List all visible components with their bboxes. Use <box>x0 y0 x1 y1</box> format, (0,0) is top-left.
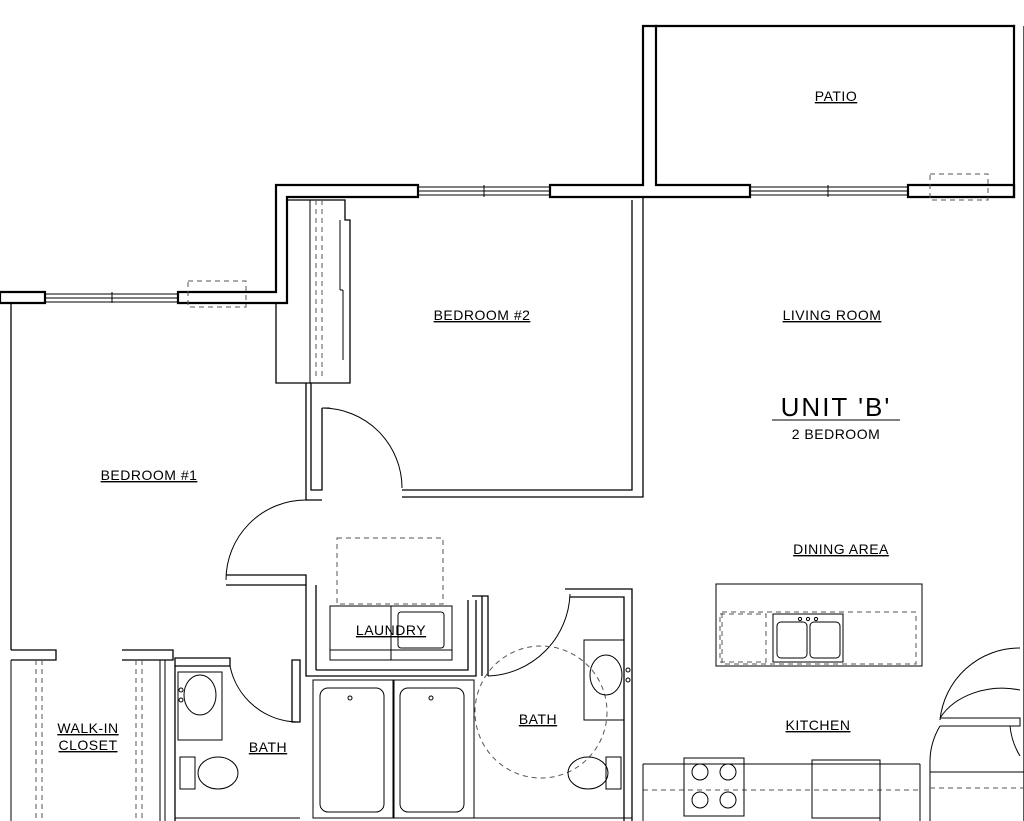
kitchen <box>642 583 1024 821</box>
toilet-icon-right <box>567 756 609 790</box>
ac-unit-dashed <box>929 173 989 201</box>
bathtubs <box>312 679 475 819</box>
bedroom1-door-swing <box>225 499 307 581</box>
laundry-shelf-dashed <box>336 537 444 605</box>
dryer-icon <box>397 611 445 649</box>
windows <box>45 173 989 308</box>
left-bath <box>174 657 301 821</box>
hall-walls <box>225 499 317 670</box>
patio-slider <box>750 185 908 197</box>
window-bedroom2 <box>418 185 550 197</box>
toilet-tank-icon-right <box>605 756 622 790</box>
label-bedroom1: BEDROOM #1 <box>101 467 198 483</box>
bathtub-right-icon <box>399 687 465 813</box>
right-bath <box>472 588 633 821</box>
label-dining-area: DINING AREA <box>793 541 889 557</box>
sink-icon-right <box>589 654 623 696</box>
window-unit-dashed <box>187 280 247 308</box>
bath-left-door-swing <box>229 665 299 723</box>
bedroom2-walls <box>275 197 644 501</box>
kitchen-sink-icon <box>772 613 844 663</box>
stove-icon <box>683 757 745 817</box>
label-bath-left: BATH <box>249 739 287 755</box>
kitchen-island <box>715 583 923 667</box>
window-bedroom1 <box>45 292 178 303</box>
dishwasher-icon <box>811 759 881 819</box>
toilet-tank-icon <box>179 756 196 790</box>
label-unit-name: UNIT 'B' <box>781 392 892 422</box>
label-bedroom2: BEDROOM #2 <box>434 307 531 323</box>
bath-right-door-swing <box>487 593 571 677</box>
walk-in-closet <box>10 660 166 821</box>
label-closet-line2: CLOSET <box>58 737 117 753</box>
turning-radius-dashed <box>474 645 608 779</box>
laundry <box>305 537 477 677</box>
bathtub-left-icon <box>319 687 385 813</box>
label-kitchen: KITCHEN <box>786 717 851 733</box>
sink-icon <box>183 674 217 716</box>
toilet-icon <box>197 756 239 790</box>
label-laundry: LAUNDRY <box>356 622 426 638</box>
bedroom2-door-swing <box>321 407 403 489</box>
label-bath-right: BATH <box>519 711 557 727</box>
label-unit-subtitle: 2 BEDROOM <box>792 426 881 442</box>
kitchen-door-swing <box>939 647 1021 721</box>
exterior-walls <box>0 24 1024 821</box>
island-counter-dashed <box>721 611 917 665</box>
room-labels: PATIO BEDROOM #2 LIVING ROOM UNIT 'B' 2 … <box>57 88 900 755</box>
label-closet-line1: WALK-IN <box>57 720 118 736</box>
label-living-room: LIVING ROOM <box>783 307 882 323</box>
label-patio: PATIO <box>815 88 857 104</box>
